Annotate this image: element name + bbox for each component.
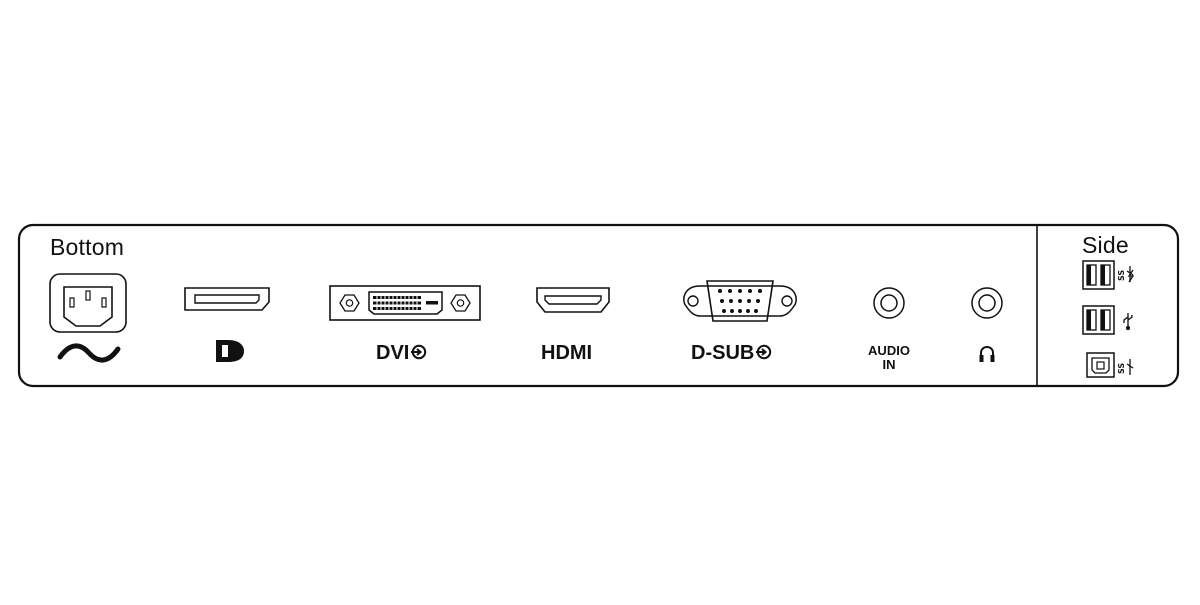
headphone-icon xyxy=(979,346,995,362)
audio-in-label-line2: IN xyxy=(882,357,896,372)
bottom-section-title: Bottom xyxy=(50,234,125,260)
usb-superspeed-charge-icon: SS xyxy=(1117,266,1135,283)
displayport-connector-icon xyxy=(184,287,270,311)
audio-in-jack-icon xyxy=(873,287,905,319)
dsub-label: D-SUB xyxy=(691,342,755,364)
audio-in-label-line1: AUDIO xyxy=(868,343,910,358)
svg-text:SS: SS xyxy=(1117,270,1126,281)
usb-b-upstream-icon xyxy=(1086,352,1115,378)
dsub-label-group: D-SUB xyxy=(691,342,772,365)
svg-text:SS: SS xyxy=(1117,363,1126,374)
usb-symbol-icon xyxy=(1123,313,1133,331)
input-arrow-icon xyxy=(756,344,772,360)
ac-wave-icon xyxy=(57,343,121,363)
usb-a-fast-charge-icon xyxy=(1082,260,1115,290)
input-arrow-icon xyxy=(411,344,427,360)
dvi-connector-icon xyxy=(329,285,481,321)
usb-superspeed-icon: SS xyxy=(1117,359,1134,375)
displayport-logo-icon xyxy=(216,340,244,362)
vga-dsub-connector-icon xyxy=(683,280,797,322)
usb-a-downstream-icon xyxy=(1082,305,1115,335)
panel-frame xyxy=(17,223,1180,388)
ac-power-socket-icon xyxy=(49,273,127,333)
hdmi-connector-icon xyxy=(536,287,610,313)
hdmi-label: HDMI xyxy=(541,342,593,364)
dvi-label: DVI xyxy=(376,342,410,364)
headphone-jack-icon xyxy=(971,287,1003,319)
side-section-title: Side xyxy=(1082,232,1129,258)
dvi-label-group: DVI xyxy=(376,342,427,365)
audio-in-label: AUDIO IN xyxy=(863,344,915,372)
